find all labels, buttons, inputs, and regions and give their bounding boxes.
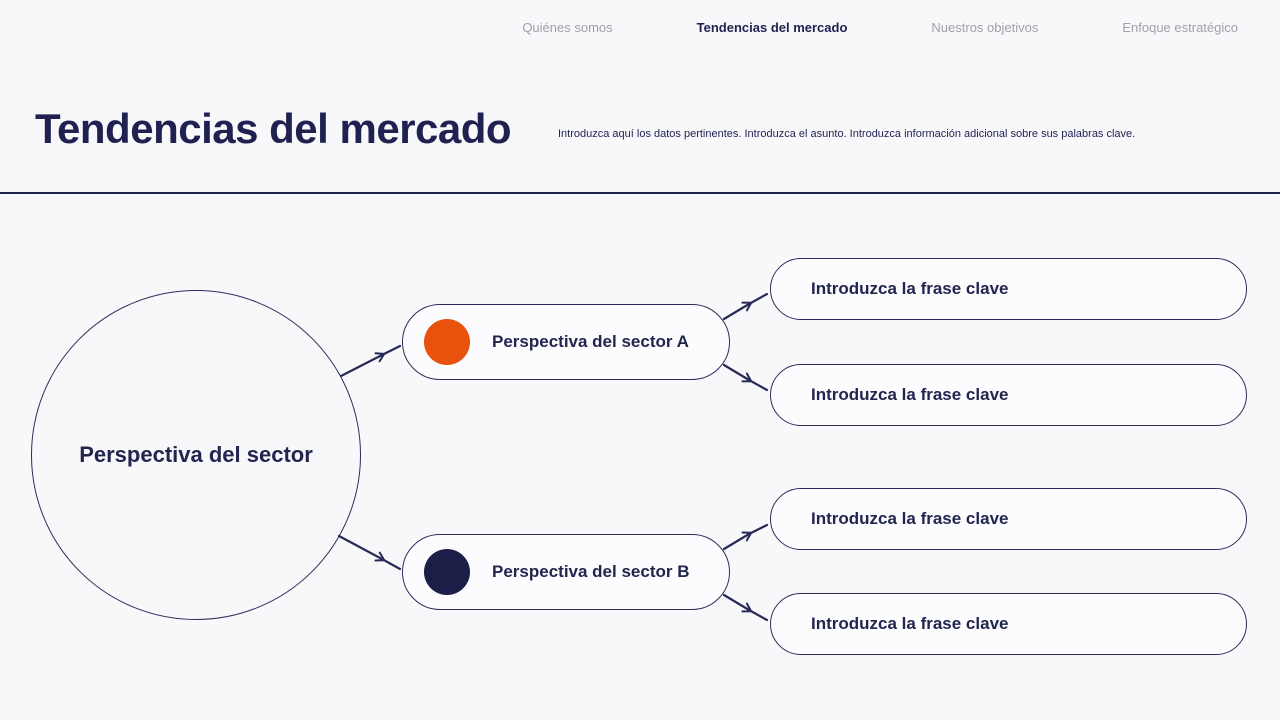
navy-dot-icon [424,549,470,595]
header-divider [0,192,1280,194]
key-phrase-label: Introduzca la frase clave [811,385,1009,404]
orange-dot-icon [424,319,470,365]
key-phrase-label: Introduzca la frase clave [811,509,1009,528]
nav-item-enfoque-estrategico[interactable]: Enfoque estratégico [1122,20,1238,35]
root-node-label: Perspectiva del sector [79,442,313,467]
key-phrase-box-a2[interactable]: Introduzca la frase clave [770,364,1247,426]
root-node-perspectiva-del-sector[interactable]: Perspectiva del sector [31,290,361,620]
header-subtitle: Introduzca aquí los datos pertinentes. I… [558,128,1136,140]
top-nav: Quiénes somos Tendencias del mercado Nue… [0,0,1280,55]
nav-item-quienes-somos[interactable]: Quiénes somos [522,20,613,35]
branch-node-sector-b[interactable]: Perspectiva del sector B [402,534,730,610]
page-title: Tendencias del mercado [35,105,512,152]
key-phrase-box-a1[interactable]: Introduzca la frase clave [770,258,1247,320]
branch-node-sector-a[interactable]: Perspectiva del sector A [402,304,730,380]
nav-item-tendencias-del-mercado[interactable]: Tendencias del mercado [696,20,848,35]
nav-item-nuestros-objetivos[interactable]: Nuestros objetivos [931,20,1039,35]
key-phrase-label: Introduzca la frase clave [811,279,1009,298]
key-phrase-box-b1[interactable]: Introduzca la frase clave [770,488,1247,550]
key-phrase-box-b2[interactable]: Introduzca la frase clave [770,593,1247,655]
key-phrase-label: Introduzca la frase clave [811,614,1009,633]
branch-a-label: Perspectiva del sector A [492,332,689,351]
branch-b-label: Perspectiva del sector B [492,562,690,581]
